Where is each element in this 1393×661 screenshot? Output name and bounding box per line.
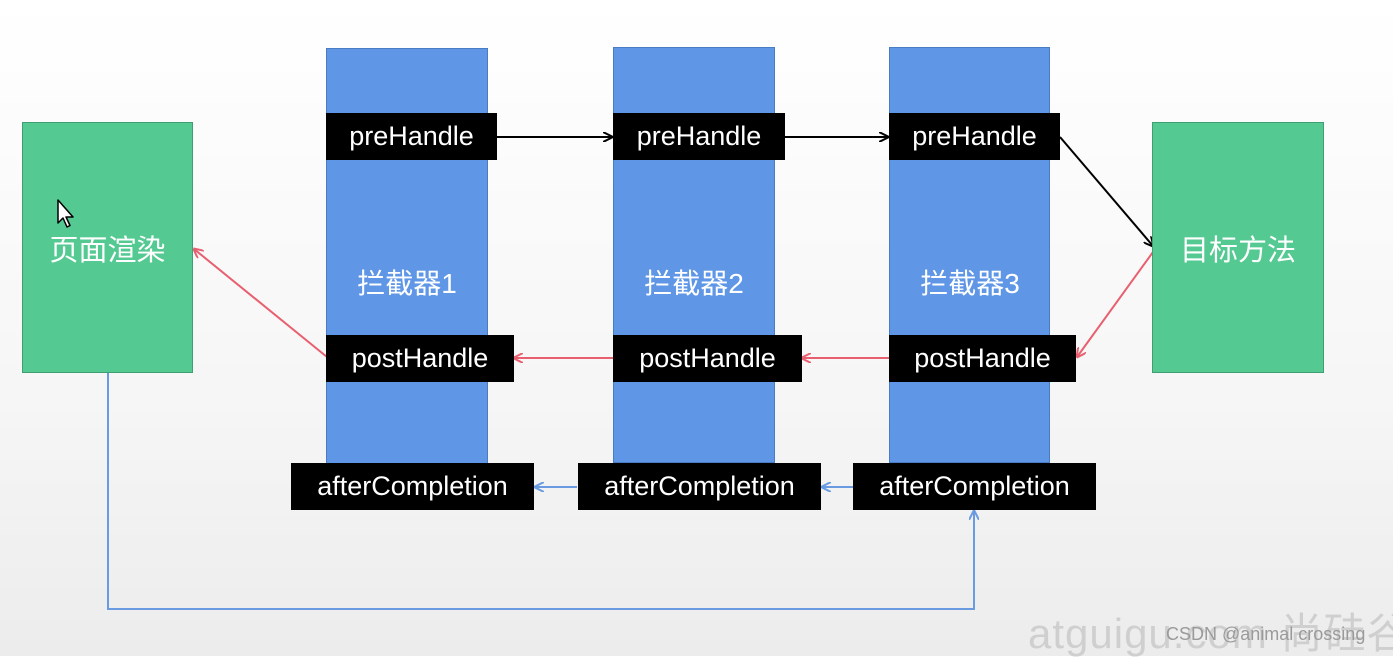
interceptor-1-prehandle: preHandle	[326, 113, 497, 160]
post-arrow-1-render	[194, 249, 328, 358]
page-render-label: 页面渲染	[49, 234, 166, 267]
post-arrow-target-3	[1077, 251, 1154, 357]
interceptor-2-aftercompletion: afterCompletion	[578, 463, 821, 510]
interceptor-2-label: 拦截器2	[644, 268, 744, 299]
mouse-cursor-icon	[57, 199, 74, 228]
interceptor-2-prehandle: preHandle	[613, 113, 785, 160]
interceptor-3-aftercompletion: afterCompletion	[853, 463, 1096, 510]
interceptor-3-prehandle: preHandle	[889, 113, 1060, 160]
watermark-text: atguigu.com 尚硅谷	[1028, 610, 1393, 657]
interceptor-1-aftercompletion: afterCompletion	[291, 463, 534, 510]
interceptor-2-posthandle: postHandle	[613, 335, 802, 382]
interceptor-3-column	[889, 47, 1050, 463]
page-render-box: 页面渲染	[22, 122, 193, 373]
pre-arrow-3-target	[1059, 136, 1153, 246]
csdn-watermark: CSDN @animal crossing	[1166, 624, 1366, 644]
after-arrow-render-3	[107, 373, 974, 610]
interceptor-1-label: 拦截器1	[357, 268, 457, 299]
interceptor-3-label: 拦截器3	[920, 268, 1020, 299]
interceptor-1-posthandle: postHandle	[326, 335, 514, 382]
interceptor-3-posthandle: postHandle	[889, 335, 1076, 382]
target-method-box: 目标方法	[1152, 122, 1324, 373]
interceptor-2-column	[613, 47, 775, 463]
target-method-label: 目标方法	[1179, 234, 1296, 267]
